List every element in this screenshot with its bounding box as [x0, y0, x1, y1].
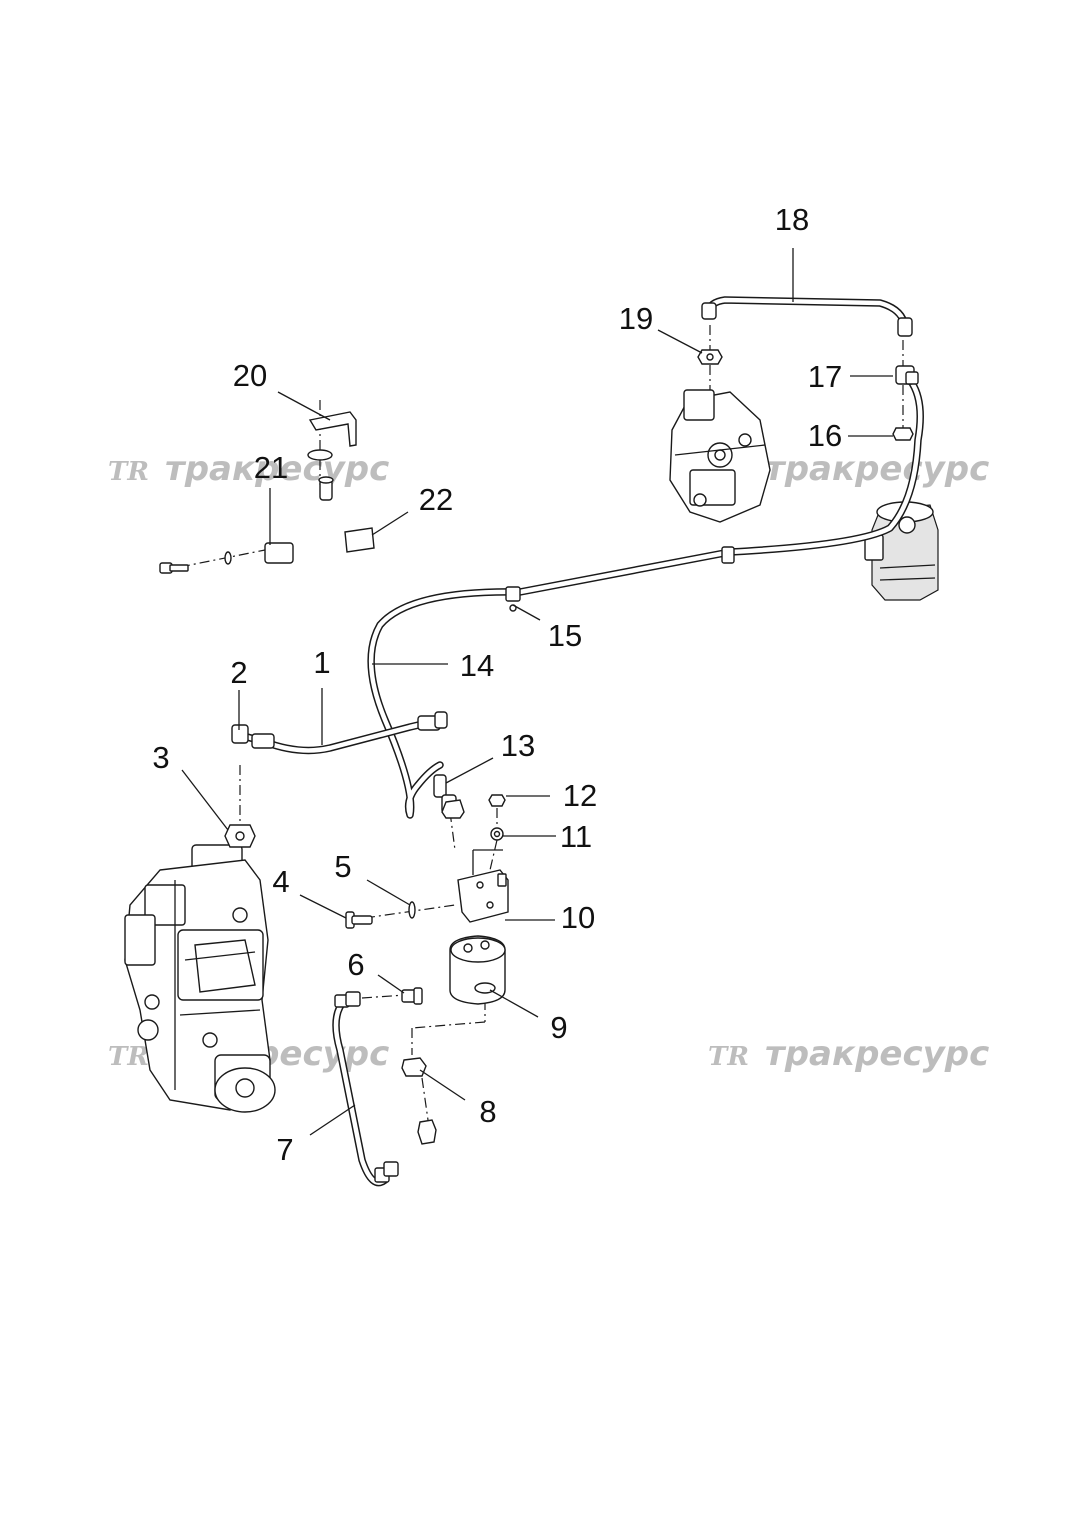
- watermark-bottom-right: TR тракресурс: [708, 1034, 989, 1074]
- callout-8: 8: [479, 1094, 496, 1129]
- bracket-20: [307, 411, 357, 501]
- watermark-text: тракресурс: [765, 1034, 989, 1074]
- watermark-text: тракресурс: [765, 449, 989, 489]
- elbow-17: [895, 365, 919, 385]
- callout-12: 12: [563, 778, 597, 813]
- callout-13: 13: [501, 728, 535, 763]
- callout-17: 17: [808, 359, 842, 394]
- callout-7: 7: [276, 1132, 293, 1167]
- pad-22: [344, 527, 375, 553]
- hydraulic-pump: [124, 844, 276, 1113]
- washer-11: [490, 827, 504, 841]
- callout-14: 14: [460, 648, 494, 683]
- callout-22: 22: [419, 482, 453, 517]
- watermark-text: тракресурс: [165, 449, 389, 489]
- callout-1: 1: [313, 645, 330, 680]
- oring-5: [408, 901, 416, 919]
- callout-4: 4: [272, 864, 289, 899]
- callout-10: 10: [561, 900, 595, 935]
- watermark-logo: TR: [708, 1042, 749, 1072]
- center-lines: [179, 325, 904, 1121]
- adapter-8: [401, 1057, 437, 1145]
- callout-9: 9: [550, 1010, 567, 1045]
- callout-3: 3: [152, 740, 169, 775]
- watermark-logo: TR: [108, 457, 149, 487]
- hose-18-fittings: [701, 302, 913, 337]
- nut-16: [892, 427, 914, 441]
- valve-block: [669, 389, 771, 523]
- callout-16: 16: [808, 418, 842, 453]
- callouts: 1 2 3 4 5 6 7 8 9 10 11 12 13 14 15 16 1…: [152, 202, 842, 1167]
- plug-12: [488, 794, 506, 807]
- callout-19: 19: [619, 301, 653, 336]
- hose-14: [367, 376, 924, 819]
- hose-1: [236, 716, 444, 755]
- callout-6: 6: [347, 947, 364, 982]
- watermark-top-left: TR тракресурс: [108, 449, 389, 489]
- filter-9: [449, 935, 506, 1005]
- bracket-10: [457, 869, 509, 923]
- callout-15: 15: [548, 618, 582, 653]
- hose-7: [332, 996, 389, 1187]
- callout-2: 2: [230, 655, 247, 690]
- callout-20: 20: [233, 358, 267, 393]
- hose-18: [704, 296, 909, 334]
- hose-1-fittings: [231, 711, 448, 749]
- hose-7-fittings: [334, 991, 399, 1183]
- leader-lines: [181, 248, 893, 1136]
- callout-5: 5: [334, 849, 351, 884]
- watermark-logo: TR: [108, 1042, 149, 1072]
- bushing-21: [159, 542, 294, 574]
- bolt-4: [345, 911, 373, 929]
- nut-3: [224, 824, 256, 848]
- callout-18: 18: [775, 202, 809, 237]
- clamp-15: [505, 546, 735, 612]
- nut-19: [697, 349, 723, 365]
- callout-21: 21: [254, 450, 288, 485]
- adapter-10-top: [441, 799, 465, 819]
- callout-11: 11: [560, 819, 592, 854]
- fitting-6: [401, 987, 423, 1005]
